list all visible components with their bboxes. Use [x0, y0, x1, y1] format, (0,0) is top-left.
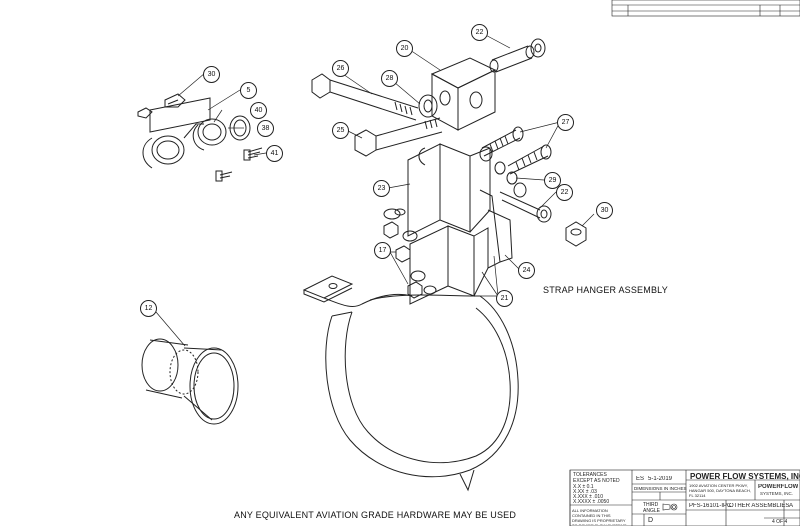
- projection-symbol: [662, 503, 678, 511]
- leader-lines: [155, 31, 595, 347]
- revision: A: [789, 503, 794, 509]
- title-block-frame: [569, 469, 800, 526]
- logo-line-2: SYSTEMS, INC.: [760, 491, 794, 496]
- callout-27: 27: [557, 114, 574, 131]
- clamp-assembly: [137, 93, 263, 182]
- tolerances-except: EXCEPT AS NOTED: [573, 478, 620, 484]
- spacer-block: [418, 38, 546, 131]
- tolerance-row-3: X.XXX ± .010: [573, 494, 603, 500]
- reducer-coupler: [141, 338, 239, 425]
- callout-30-nut: 30: [596, 202, 613, 219]
- nut-30: [565, 221, 587, 247]
- projection-line-1: THIRD: [643, 502, 659, 508]
- company-logo: POWERFLOW SYSTEMS, INC.: [758, 483, 798, 498]
- callout-23: 23: [373, 180, 390, 197]
- tolerance-row-1: X.X ± 0.1: [573, 484, 594, 490]
- callout-41: 41: [266, 145, 283, 162]
- callout-5: 5: [240, 82, 257, 99]
- callout-30-clamp-nut: 30: [203, 66, 220, 83]
- hanger-plates: [383, 189, 513, 305]
- callout-17: 17: [374, 242, 391, 259]
- drawn-by: ES: [636, 476, 645, 482]
- callout-40: 40: [250, 102, 267, 119]
- callout-38: 38: [257, 120, 274, 137]
- strap-band: [302, 275, 519, 492]
- tolerance-row-2: X.XX ± .03: [573, 489, 597, 495]
- revision-block: [611, 0, 800, 17]
- sheet-number: 4 OF 4: [772, 519, 788, 525]
- tolerances-label: TOLERANCES: [573, 472, 607, 478]
- confidential-statement: ALL INFORMATION CONTAINED IN THIS DRAWIN…: [572, 508, 628, 525]
- company-name: POWER FLOW SYSTEMS, INC.: [690, 472, 800, 481]
- callout-25: 25: [332, 122, 349, 139]
- callout-22-pin: 22: [471, 24, 488, 41]
- bracket-23: [407, 143, 552, 237]
- callout-26: 26: [332, 60, 349, 77]
- screws-27: [481, 126, 552, 175]
- callout-12: 12: [140, 300, 157, 317]
- company-address: 1902 AVIATION CENTER PKWY, HANGAR 500, D…: [689, 483, 751, 498]
- sheet-size: D: [648, 517, 654, 524]
- logo-line-1: POWERFLOW: [758, 484, 799, 490]
- drawing-date: 5-1-2019: [648, 476, 673, 482]
- part-number: PFS-16101-IPC: [689, 503, 732, 509]
- callout-24: 24: [518, 262, 535, 279]
- hardware-note: ANY EQUIVALENT AVIATION GRADE HARDWARE M…: [234, 510, 517, 520]
- dimensions-note: DIMENSIONS IN INCHES: [634, 486, 687, 491]
- callout-29: 29: [544, 172, 561, 189]
- hanger-bolts: [311, 73, 443, 157]
- projection-line-2: ANGLE: [643, 508, 660, 514]
- assembly-name: OTHER ASSEMBLIES: [729, 503, 790, 509]
- callout-22-bolt: 22: [556, 184, 573, 201]
- tolerance-row-4: X.XXXX ± .0050: [573, 499, 610, 505]
- assembly-title: STRAP HANGER ASSEMBLY: [543, 285, 668, 295]
- callout-21: 21: [496, 290, 513, 307]
- callout-20: 20: [396, 40, 413, 57]
- callout-28: 28: [381, 70, 398, 87]
